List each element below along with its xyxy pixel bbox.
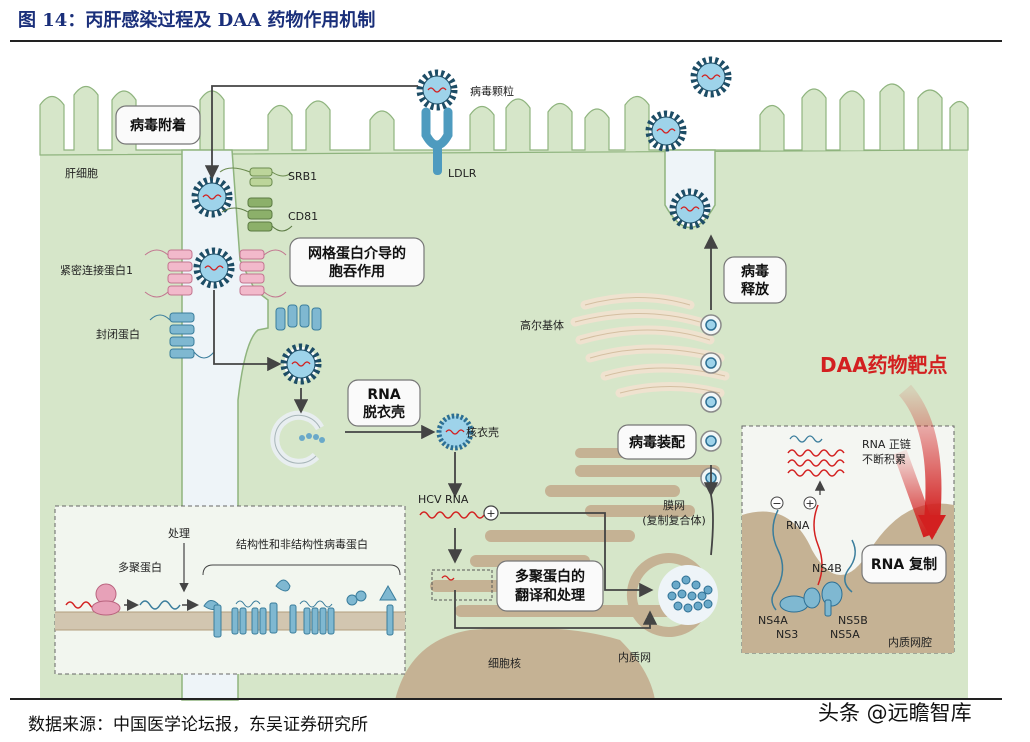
virion-top bbox=[416, 69, 458, 111]
daa-target-arrow bbox=[898, 384, 942, 521]
srb1-receptor bbox=[219, 167, 293, 187]
membranous-web-label: 膜网 bbox=[663, 499, 685, 512]
assembly-box bbox=[617, 424, 697, 460]
plus-sign-inset: + bbox=[805, 497, 814, 510]
nucleus-label: 细胞核 bbox=[488, 656, 521, 670]
viral-proteins-label: 结构性和非结构性病毒蛋白 bbox=[236, 537, 368, 551]
plus-sign: + bbox=[486, 507, 495, 520]
ns3-label: NS3 bbox=[776, 628, 798, 641]
ns4b-label: NS4B bbox=[812, 562, 842, 575]
figure-title: 图 14：丙肝感染过程及 DAA 药物作用机制 bbox=[18, 10, 376, 31]
ldlr-receptor bbox=[421, 107, 453, 175]
polyprotein-label: 多聚蛋白 bbox=[118, 560, 162, 574]
release-sublabel: 释放 bbox=[741, 281, 770, 298]
golgi-label: 高尔基体 bbox=[520, 318, 564, 332]
uncoating-vesicle bbox=[270, 410, 325, 468]
cd81-label: CD81 bbox=[288, 210, 318, 223]
uncoating-box bbox=[347, 379, 421, 427]
er-lumen-label: 内质网腔 bbox=[888, 635, 932, 649]
hcv-rna-label: HCV RNA bbox=[418, 493, 469, 506]
translation-label: 多聚蛋白的 bbox=[515, 568, 585, 585]
rna-accumulate-label: 不断积累 bbox=[862, 452, 906, 466]
title-divider bbox=[10, 40, 1002, 42]
release-box bbox=[723, 256, 787, 304]
nucleocapsid-particle bbox=[436, 413, 474, 451]
claudin1-label: 紧密连接蛋白1 bbox=[60, 263, 133, 277]
clathrin-label: 网格蛋白介导的 bbox=[308, 245, 406, 262]
translation-zoom-box bbox=[431, 569, 493, 601]
rna-replication-label: RNA 复制 bbox=[871, 556, 937, 573]
plus-strand-marker bbox=[483, 505, 499, 521]
virion-endocytosed bbox=[280, 343, 322, 385]
virion-claudin bbox=[193, 247, 235, 289]
membranous-web bbox=[626, 553, 718, 637]
occludin-label: 封闭蛋白 bbox=[96, 327, 140, 341]
hepatocyte-label: 肝细胞 bbox=[65, 167, 98, 180]
uncoating-sublabel: 脱衣壳 bbox=[363, 404, 405, 421]
release-label: 病毒 bbox=[741, 263, 769, 280]
attachment-box bbox=[115, 105, 201, 145]
ns5b-label: NS5B bbox=[838, 614, 868, 627]
virion-released-2 bbox=[645, 110, 687, 152]
nucleus bbox=[395, 627, 655, 700]
ldlr-label: LDLR bbox=[448, 167, 477, 180]
source-note: 数据来源：中国医学论坛报，东吴证券研究所 bbox=[28, 715, 368, 735]
virion-released-3 bbox=[669, 188, 711, 230]
process-arrows bbox=[204, 85, 719, 629]
footer-divider bbox=[10, 698, 1002, 700]
virion-label: 病毒颗粒 bbox=[470, 84, 514, 98]
minus-sign: − bbox=[772, 497, 781, 510]
rna-mid-label: RNA bbox=[786, 519, 810, 532]
rna-positive-label: RNA 正链 bbox=[862, 437, 911, 451]
translation-box bbox=[496, 560, 604, 612]
ns5a-label: NS5A bbox=[830, 628, 860, 641]
attachment-label: 病毒附着 bbox=[130, 117, 186, 134]
daa-target-label: DAA药物靶点 bbox=[820, 353, 948, 377]
watermark: 头条 @远瞻智库 bbox=[818, 701, 972, 725]
processing-label: 处理 bbox=[168, 527, 190, 540]
clathrin-box bbox=[289, 237, 425, 287]
cd81-receptor bbox=[221, 197, 293, 232]
virion-released-1 bbox=[690, 56, 732, 98]
ns4a-label: NS4A bbox=[758, 614, 788, 627]
nucleocapsid-label: 核衣壳 bbox=[466, 425, 499, 439]
assembly-label: 病毒装配 bbox=[629, 434, 685, 451]
uncoating-label: RNA bbox=[367, 387, 400, 403]
er-label: 内质网 bbox=[618, 650, 651, 664]
virion-attached bbox=[191, 176, 233, 218]
claudin1-protein bbox=[144, 249, 287, 298]
replication-inset bbox=[741, 425, 955, 654]
clathrin-pit-proteins bbox=[275, 304, 322, 331]
clathrin-sublabel: 胞吞作用 bbox=[328, 263, 385, 280]
translation-sublabel: 翻译和处理 bbox=[515, 587, 585, 604]
srb1-label: SRB1 bbox=[288, 170, 317, 183]
secretory-vesicles bbox=[700, 314, 722, 489]
hcv-rna-strand bbox=[419, 511, 485, 519]
membranous-web-sublabel: (复制复合体) bbox=[642, 513, 706, 527]
translation-inset bbox=[54, 505, 406, 675]
replication-box bbox=[861, 544, 947, 584]
occludin-protein bbox=[149, 312, 215, 359]
